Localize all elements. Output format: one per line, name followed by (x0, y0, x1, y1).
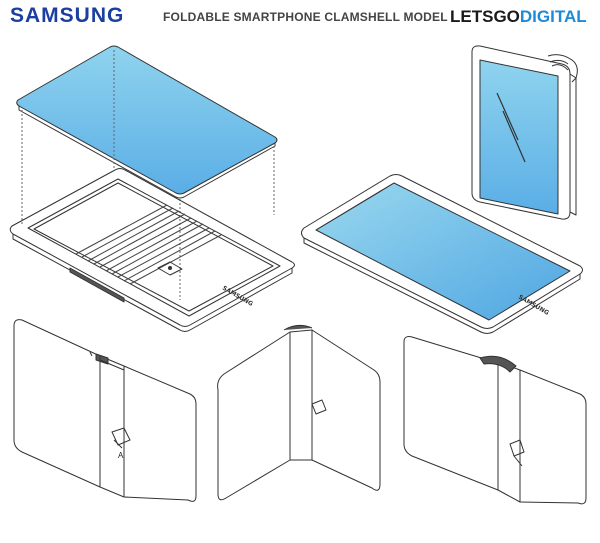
letsgodigital-logo: LETSGODIGITAL (450, 7, 587, 27)
fold-view-right-figure (403, 336, 587, 505)
page-title: FOLDABLE SMARTPHONE CLAMSHELL MODEL (163, 10, 448, 24)
samsung-logo: SAMSUNG (10, 4, 125, 27)
floating-display-panel (16, 45, 278, 195)
hinge-label-a: A (118, 451, 124, 460)
site-name-part2: DIGITAL (519, 7, 587, 26)
device-imprint-2: SAMSUNG (517, 294, 550, 317)
fold-view-left-figure (13, 319, 197, 502)
unfolded-tablet-figure (301, 174, 583, 334)
hinge-ribs (75, 204, 222, 285)
exploded-view-figure (9, 45, 295, 332)
folded-phone-figure (471, 45, 578, 220)
site-name-part1: LETSGO (450, 7, 520, 26)
folded-phone-display (479, 59, 559, 215)
fold-view-middle-figure (217, 324, 381, 501)
